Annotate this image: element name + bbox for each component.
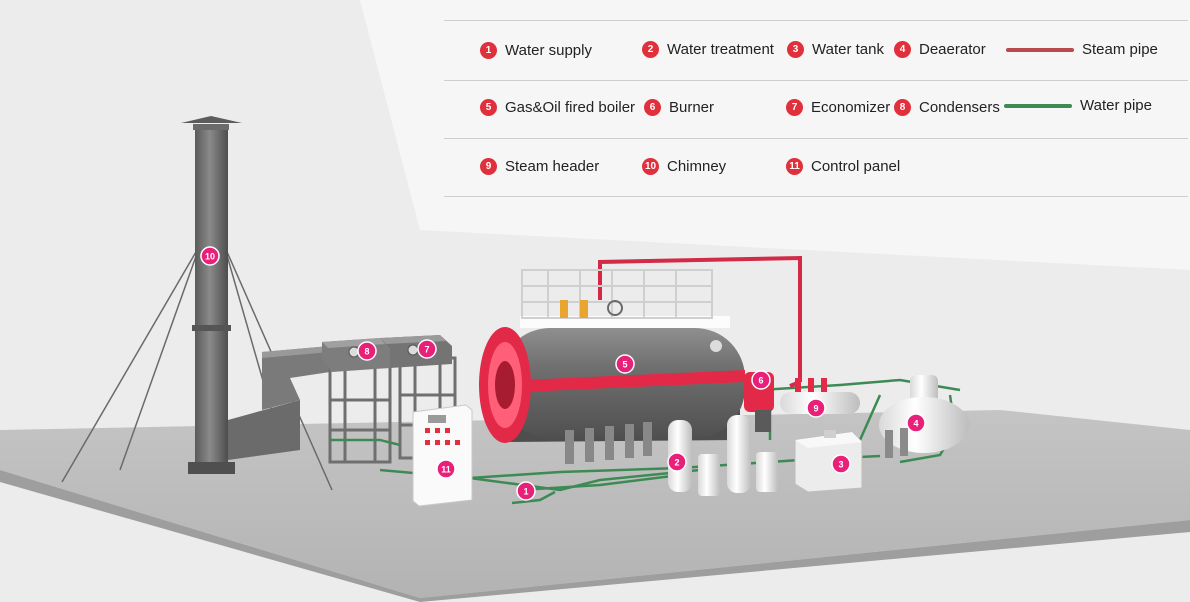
equipment-marker: 11: [436, 459, 456, 479]
marker-circle: [615, 354, 635, 374]
legend-label: Chimney: [667, 158, 727, 175]
legend-divider: [444, 20, 1188, 21]
legend-item: 2 Water treatment: [642, 41, 774, 58]
equipment-marker: 4: [906, 413, 926, 433]
marker-number: 7: [424, 345, 429, 355]
legend-label: Gas&Oil fired boiler: [505, 99, 636, 116]
legend-item: 9 Steam header: [480, 158, 599, 175]
equipment-marker: 9: [806, 398, 826, 418]
legend-label: Condensers: [919, 99, 1000, 116]
legend-divider: [444, 196, 1188, 197]
legend-number-badge: 11: [786, 158, 803, 175]
marker-circle: [417, 339, 437, 359]
chimney: [181, 116, 242, 474]
marker-number: 10: [205, 252, 215, 262]
marker-number: 4: [913, 419, 918, 429]
marker-number: 1: [523, 487, 528, 497]
marker-circle: [667, 452, 687, 472]
boiler: [479, 316, 745, 443]
marker-number: 11: [441, 465, 451, 475]
equipment-marker: 1: [516, 481, 536, 501]
water-pipe-swatch: [1004, 103, 1072, 108]
legend-number-badge: 5: [480, 99, 497, 116]
legend-item: 10 Chimney: [642, 158, 726, 175]
safety-valves: [560, 300, 623, 318]
legend-item: 8 Condensers: [894, 99, 1000, 116]
legend-number-badge: 7: [786, 99, 803, 116]
legend-item: 7 Economizer: [786, 99, 890, 116]
marker-circle: [516, 481, 536, 501]
marker-circle: [751, 370, 771, 390]
equipment-marker: 3: [831, 454, 851, 474]
equipment-marker: 10: [200, 246, 220, 266]
water-treatment-tanks: [668, 415, 778, 496]
legend-label: Steam header: [505, 158, 600, 175]
marker-circle: [357, 341, 377, 361]
flue-duct: [228, 346, 330, 460]
control-panel: [412, 404, 473, 507]
equipment-marker: 2: [667, 452, 687, 472]
marker-number: 2: [674, 458, 679, 468]
equipment-marker: 8: [357, 341, 377, 361]
marker-circle: [906, 413, 926, 433]
legend-item: 1 Water supply: [480, 42, 592, 59]
legend-label: Deaerator: [919, 41, 986, 58]
legend-number-badge: 2: [642, 41, 659, 58]
background-panel: [360, 0, 1190, 270]
legend-item: 4 Deaerator: [894, 41, 986, 58]
marker-circle: [436, 459, 456, 479]
feed-pumps: [565, 422, 652, 464]
equipment-marker: 6: [751, 370, 771, 390]
legend-label: Control panel: [811, 158, 901, 175]
legend-item: 11 Control panel: [786, 158, 900, 175]
legend: 1 Water supply 2 Water treatment 3 Water…: [444, 20, 1188, 198]
legend-label: Water treatment: [667, 41, 774, 58]
legend-item: 3 Water tank: [787, 41, 884, 58]
legend-number-badge: 6: [644, 99, 661, 116]
legend-label: Water pipe: [1080, 97, 1152, 114]
legend-number-badge: 8: [894, 99, 911, 116]
legend-water-pipe: Water pipe: [1004, 97, 1152, 114]
marker-number: 8: [364, 347, 369, 357]
legend-number-badge: 10: [642, 158, 659, 175]
marker-number: 6: [758, 376, 763, 386]
equipment-marker: 7: [417, 339, 437, 359]
legend-item: 6 Burner: [644, 99, 714, 116]
water-tank: [794, 430, 863, 493]
legend-number-badge: 4: [894, 41, 911, 58]
legend-number-badge: 1: [480, 42, 497, 59]
marker-circle: [806, 398, 826, 418]
legend-label: Water supply: [505, 42, 592, 59]
legend-divider: [444, 138, 1188, 139]
legend-label: Steam pipe: [1082, 41, 1158, 58]
legend-divider: [444, 80, 1188, 81]
legend-number-badge: 9: [480, 158, 497, 175]
marker-number: 3: [838, 460, 843, 470]
legend-steam-pipe: Steam pipe: [1006, 41, 1158, 58]
marker-circle: [831, 454, 851, 474]
legend-label: Burner: [669, 99, 715, 116]
equipment-marker: 5: [615, 354, 635, 374]
legend-item: 5 Gas&Oil fired boiler: [480, 99, 635, 116]
legend-number-badge: 3: [787, 41, 804, 58]
marker-number: 9: [813, 404, 818, 414]
legend-label: Water tank: [812, 41, 884, 58]
marker-circle: [200, 246, 220, 266]
legend-label: Economizer: [811, 99, 891, 116]
steam-pipe-swatch: [1006, 47, 1074, 52]
marker-number: 5: [622, 360, 627, 370]
